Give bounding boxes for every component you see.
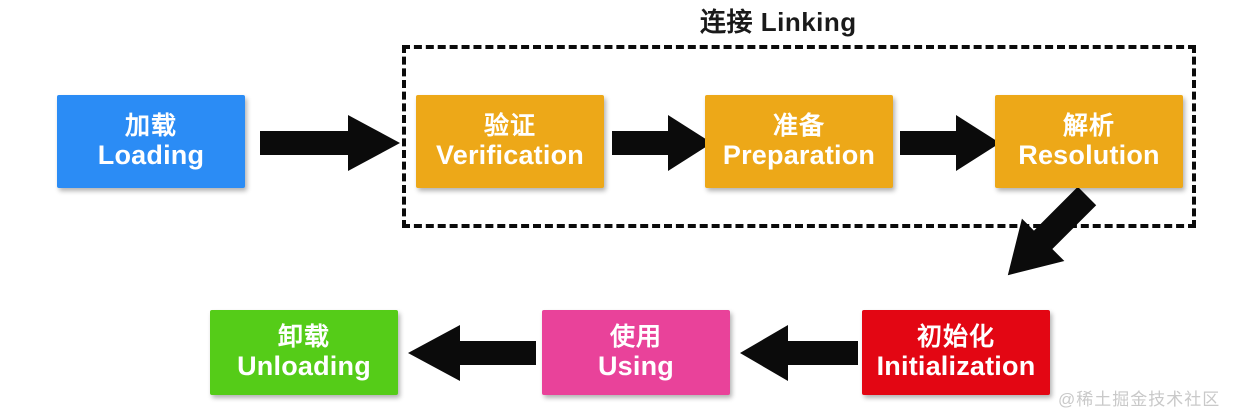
node-preparation[interactable]: 准备 Preparation xyxy=(705,95,893,188)
node-verification-cn: 验证 xyxy=(483,112,536,141)
arrow-resolution-to-initialization xyxy=(975,186,1097,303)
node-unloading-en: Unloading xyxy=(237,351,371,382)
node-loading[interactable]: 加载 Loading xyxy=(57,95,245,188)
node-resolution[interactable]: 解析 Resolution xyxy=(995,95,1183,188)
node-resolution-cn: 解析 xyxy=(1062,112,1115,141)
arrow-verification-to-preparation xyxy=(612,115,712,171)
node-loading-cn: 加载 xyxy=(124,112,177,141)
linking-group-box xyxy=(402,45,1196,228)
node-initialization-en: Initialization xyxy=(876,351,1036,382)
node-resolution-en: Resolution xyxy=(1018,140,1160,171)
node-using-en: Using xyxy=(597,351,674,382)
node-verification[interactable]: 验证 Verification xyxy=(416,95,604,188)
arrow-preparation-to-resolution xyxy=(900,115,1000,171)
node-initialization[interactable]: 初始化 Initialization xyxy=(862,310,1050,395)
node-loading-en: Loading xyxy=(97,140,205,171)
node-preparation-en: Preparation xyxy=(722,140,876,171)
node-unloading[interactable]: 卸载 Unloading xyxy=(210,310,398,395)
node-verification-en: Verification xyxy=(436,140,584,171)
group-title-linking: 连接 Linking xyxy=(700,7,857,37)
arrow-initialization-to-using xyxy=(740,325,858,381)
arrow-loading-to-verification xyxy=(260,115,400,171)
node-unloading-cn: 卸载 xyxy=(277,323,330,352)
node-initialization-cn: 初始化 xyxy=(916,323,995,352)
node-preparation-cn: 准备 xyxy=(772,112,825,141)
node-using[interactable]: 使用 Using xyxy=(542,310,730,395)
watermark: @稀土掘金技术社区 xyxy=(1058,390,1221,409)
node-using-cn: 使用 xyxy=(609,323,662,352)
arrow-using-to-unloading xyxy=(408,325,536,381)
